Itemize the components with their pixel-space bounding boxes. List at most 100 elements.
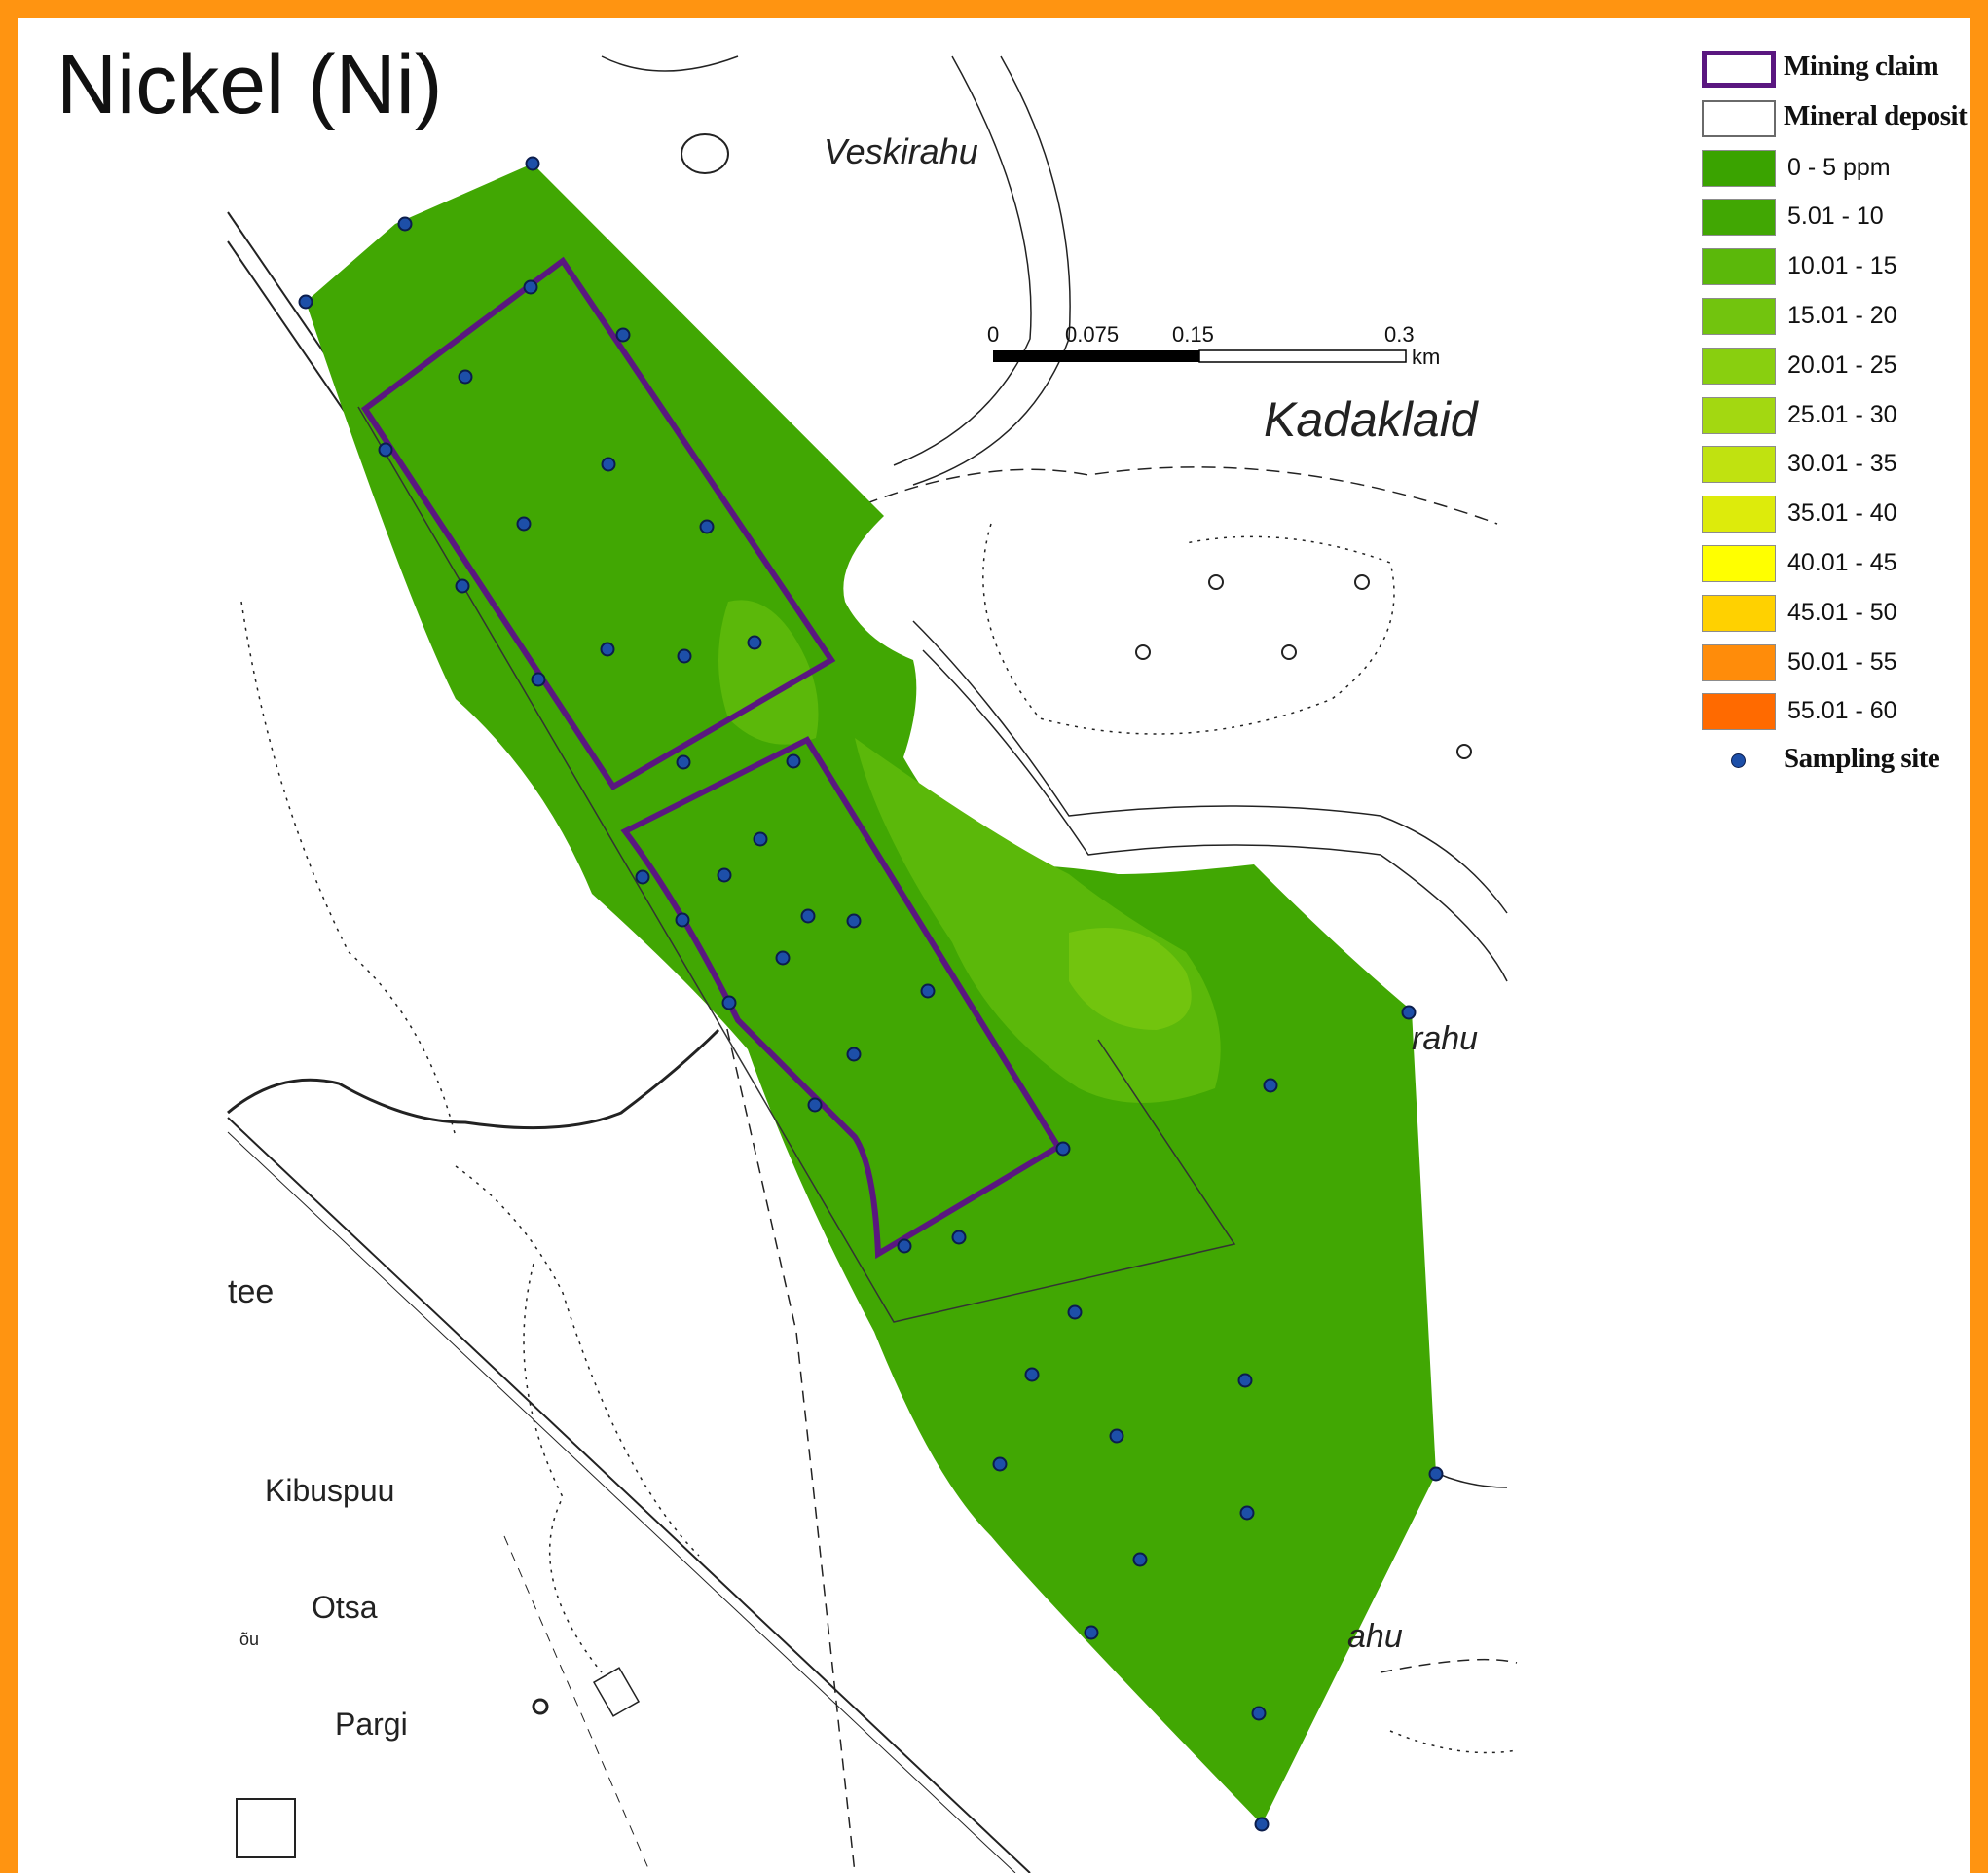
- legend-label-sampling-site: Sampling site: [1784, 743, 1940, 775]
- sampling-site[interactable]: [897, 1238, 912, 1254]
- sampling-site[interactable]: [525, 156, 540, 171]
- mineral-deposit-swatch: [1702, 99, 1776, 137]
- sampling-site[interactable]: [753, 831, 768, 847]
- sampling-site[interactable]: [1109, 1428, 1124, 1444]
- legend-item-class: 45.01 - 50: [1682, 589, 1970, 639]
- place-label-tee: tee: [228, 1273, 274, 1310]
- mining-claims[interactable]: [360, 256, 1063, 1260]
- sampling-site[interactable]: [1254, 1817, 1270, 1832]
- sampling-site[interactable]: [920, 983, 936, 999]
- legend-class-swatch: [1702, 496, 1776, 533]
- scale-bar: 0 0.075 0.15 0.3 km: [987, 322, 1440, 369]
- sampling-site[interactable]: [846, 1047, 862, 1062]
- legend-class-swatch: [1702, 446, 1776, 484]
- place-label-ou: õu: [239, 1630, 259, 1649]
- sampling-site[interactable]: [455, 578, 470, 594]
- sampling-site[interactable]: [601, 457, 616, 472]
- legend-class-label: 20.01 - 25: [1787, 350, 1897, 379]
- legend-item-sampling-site: Sampling site: [1682, 737, 1970, 787]
- sampling-site[interactable]: [775, 950, 791, 966]
- sampling-site[interactable]: [1084, 1625, 1099, 1640]
- scale-tick-015: 0.15: [1172, 322, 1214, 347]
- sampling-site[interactable]: [1132, 1552, 1148, 1567]
- place-label-kibuspuu: Kibuspuu: [265, 1473, 394, 1508]
- mining-claim-swatch: [1702, 51, 1776, 88]
- legend-item-mining-claim: Mining claim: [1682, 45, 1970, 94]
- sampling-site[interactable]: [800, 908, 816, 924]
- sampling-site[interactable]: [721, 995, 737, 1010]
- legend-class-label: 25.01 - 30: [1787, 400, 1897, 428]
- legend-label-mining-claim: Mining claim: [1784, 51, 1939, 82]
- legend-class-swatch: [1702, 693, 1776, 731]
- sampling-site[interactable]: [1401, 1005, 1417, 1020]
- sampling-site[interactable]: [1263, 1078, 1278, 1093]
- legend-item-class: 35.01 - 40: [1682, 490, 1970, 539]
- legend-class-label: 5.01 - 10: [1787, 202, 1884, 231]
- sampling-site[interactable]: [717, 867, 732, 883]
- legend-item-class: 25.01 - 30: [1682, 391, 1970, 441]
- sampling-site[interactable]: [677, 648, 692, 664]
- legend-item-class: 20.01 - 25: [1682, 342, 1970, 391]
- sampling-site[interactable]: [458, 369, 473, 385]
- legend-class-label: 45.01 - 50: [1787, 598, 1897, 626]
- legend-class-label: 50.01 - 55: [1787, 647, 1897, 676]
- place-label-rahu: rahu: [1412, 1020, 1478, 1057]
- legend-class-swatch: [1702, 347, 1776, 385]
- sampling-sites[interactable]: [298, 156, 1444, 1832]
- legend-class-swatch: [1702, 297, 1776, 335]
- legend-class-label: 0 - 5 ppm: [1787, 153, 1891, 181]
- legend-class-label: 40.01 - 45: [1787, 548, 1897, 576]
- nickel-concentration-surface[interactable]: [306, 164, 1436, 1824]
- legend-class-swatch: [1702, 643, 1776, 681]
- map-title: Nickel (Ni): [56, 38, 443, 131]
- legend: Mining claim Mineral deposit 0 - 5 ppm 5.…: [1682, 45, 1970, 787]
- concentration-class-15-20: [1069, 928, 1192, 1030]
- place-label-kadaklaid: Kadaklaid: [1264, 392, 1480, 447]
- legend-item-class: 50.01 - 55: [1682, 639, 1970, 688]
- sampling-site[interactable]: [531, 672, 546, 687]
- legend-class-label: 55.01 - 60: [1787, 697, 1897, 725]
- place-label-ahu: ahu: [1347, 1618, 1403, 1655]
- sampling-site[interactable]: [1428, 1466, 1444, 1482]
- sampling-site[interactable]: [676, 754, 691, 770]
- scale-tick-0: 0: [987, 322, 999, 347]
- sampling-site[interactable]: [516, 516, 532, 532]
- legend-label-mineral-deposit: Mineral deposit: [1784, 99, 1968, 131]
- map-canvas[interactable]: Veskirahu Kadaklaid rahu ahu tee Kibuspu…: [18, 18, 1970, 1873]
- sampling-site[interactable]: [1251, 1706, 1267, 1721]
- sampling-site[interactable]: [1239, 1505, 1255, 1521]
- sampling-site[interactable]: [699, 519, 715, 534]
- legend-class-swatch: [1702, 544, 1776, 582]
- sampling-site[interactable]: [635, 869, 650, 885]
- sampling-site[interactable]: [992, 1456, 1008, 1472]
- sampling-site-symbol: [1731, 753, 1746, 769]
- mining-claim-south: [620, 736, 1063, 1260]
- scale-tick-0075: 0.075: [1065, 322, 1119, 347]
- legend-item-class: 40.01 - 45: [1682, 539, 1970, 589]
- sampling-site[interactable]: [675, 912, 690, 928]
- sampling-site[interactable]: [807, 1097, 823, 1113]
- sampling-site[interactable]: [600, 642, 615, 657]
- sampling-site[interactable]: [747, 635, 762, 650]
- sampling-site[interactable]: [615, 327, 631, 343]
- legend-item-class: 0 - 5 ppm: [1682, 144, 1970, 194]
- sampling-site[interactable]: [397, 216, 413, 232]
- sampling-site[interactable]: [1055, 1141, 1071, 1157]
- sampling-site[interactable]: [951, 1230, 967, 1245]
- sampling-site[interactable]: [378, 442, 393, 458]
- sampling-site[interactable]: [846, 913, 862, 929]
- sampling-site[interactable]: [1024, 1367, 1040, 1382]
- sampling-site[interactable]: [786, 753, 801, 769]
- sampling-site[interactable]: [298, 294, 313, 310]
- legend-item-mineral-deposit: Mineral deposit: [1682, 94, 1970, 144]
- sampling-site[interactable]: [1067, 1304, 1083, 1320]
- legend-item-class: 30.01 - 35: [1682, 440, 1970, 490]
- sampling-site[interactable]: [523, 279, 538, 295]
- legend-class-label: 10.01 - 15: [1787, 252, 1897, 280]
- sampling-site[interactable]: [1237, 1373, 1253, 1388]
- legend-item-class: 55.01 - 60: [1682, 687, 1970, 737]
- legend-class-swatch: [1702, 199, 1776, 237]
- mineral-deposit-outline[interactable]: [357, 406, 1236, 1323]
- legend-class-swatch: [1702, 149, 1776, 187]
